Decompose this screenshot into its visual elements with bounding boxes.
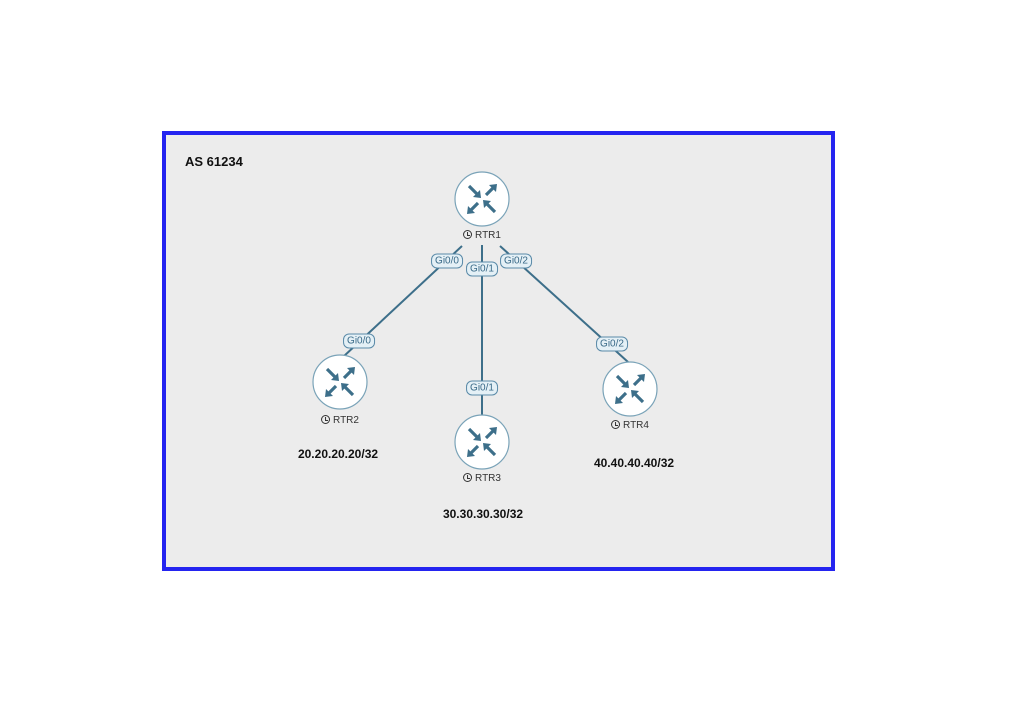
router-name: RTR2 xyxy=(333,415,359,426)
router-icon[interactable] xyxy=(453,413,511,471)
network-rtr2: 20.20.20.20/32 xyxy=(297,447,379,461)
network-rtr3: 30.30.30.30/32 xyxy=(442,507,524,521)
router-name: RTR3 xyxy=(475,473,501,484)
router-icon[interactable] xyxy=(601,360,659,418)
router-label-rtr1: RTR1 xyxy=(463,230,501,241)
port-rtr1-gi0-1[interactable]: Gi0/1 xyxy=(466,261,498,277)
router-name: RTR4 xyxy=(623,420,649,431)
clock-icon xyxy=(463,230,473,239)
port-rtr2-gi0-0[interactable]: Gi0/0 xyxy=(343,333,375,349)
port-rtr3-gi0-1[interactable]: Gi0/1 xyxy=(466,380,498,396)
router-label-rtr2: RTR2 xyxy=(321,415,359,426)
port-rtr4-gi0-2[interactable]: Gi0/2 xyxy=(596,336,628,352)
clock-icon xyxy=(611,420,621,429)
clock-icon xyxy=(321,415,331,424)
router-label-rtr4: RTR4 xyxy=(611,420,649,431)
router-icon[interactable] xyxy=(453,170,511,228)
as-label: AS 61234 xyxy=(185,154,243,169)
router-name: RTR1 xyxy=(475,230,501,241)
port-rtr1-gi0-2[interactable]: Gi0/2 xyxy=(500,253,532,269)
clock-icon xyxy=(463,473,473,482)
router-icon[interactable] xyxy=(311,353,369,411)
router-label-rtr3: RTR3 xyxy=(463,473,501,484)
port-rtr1-gi0-0[interactable]: Gi0/0 xyxy=(431,253,463,269)
network-rtr4: 40.40.40.40/32 xyxy=(593,456,675,470)
